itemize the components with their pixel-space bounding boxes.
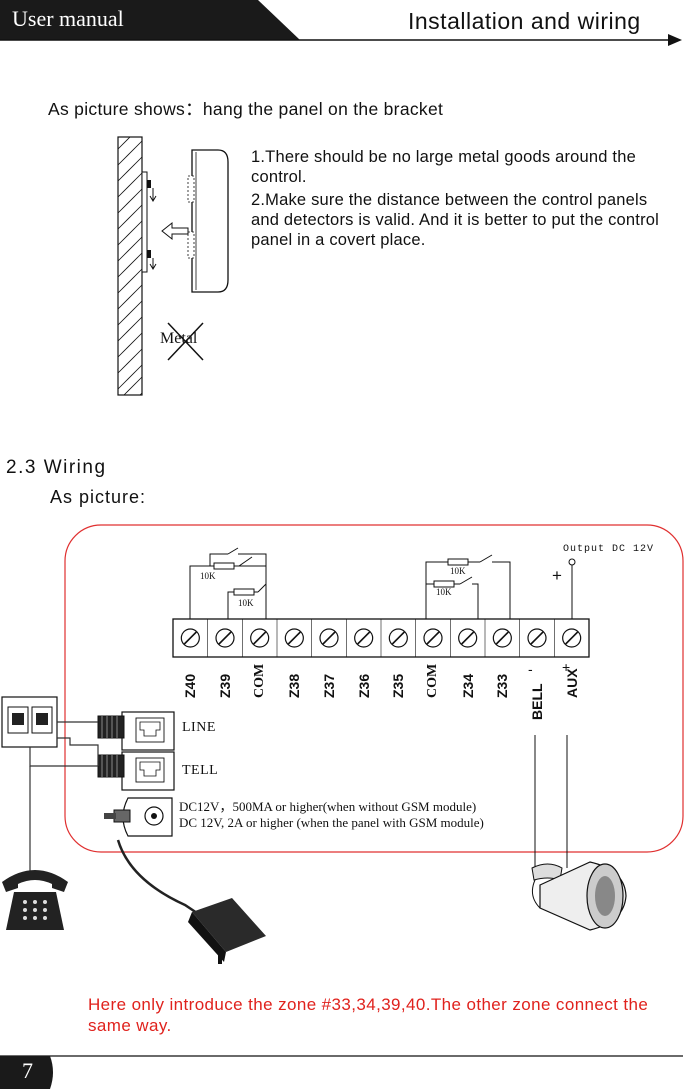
siren-icon xyxy=(531,861,627,931)
no-metal-icon xyxy=(167,322,204,361)
rj11-jacks xyxy=(97,711,175,791)
mount-note-1: 1.There should be no large metal goods a… xyxy=(251,148,636,186)
section-title: 2.3 Wiring xyxy=(6,457,107,478)
page-number: 7 xyxy=(22,1058,33,1083)
dc-power-jack xyxy=(104,797,173,837)
bell-minus-sign: - xyxy=(528,661,533,677)
tell-label: TELL xyxy=(182,763,219,778)
resistor-label: 10K xyxy=(450,566,466,576)
wall-illustration xyxy=(117,136,157,396)
footnote: Here only introduce the zone #33,34,39,4… xyxy=(88,995,649,1035)
arrow-right-icon xyxy=(668,34,682,46)
output-label: Output DC 12V xyxy=(563,544,655,555)
terminal-label: Z39 xyxy=(217,673,233,698)
resistor-label: 10K xyxy=(200,571,216,581)
header-section-title: Installation and wiring xyxy=(408,8,641,34)
aux-plus-sign: + xyxy=(562,659,571,675)
output-plus-sign: + xyxy=(552,566,562,585)
footer-bar xyxy=(0,1055,683,1089)
metal-label: Metal xyxy=(160,330,198,347)
dc-note-2: DC 12V, 2A or higher (when the panel wit… xyxy=(179,815,484,830)
header-manual-label: User manual xyxy=(12,6,124,31)
terminal-label: COM xyxy=(425,663,440,698)
wall-phone-socket xyxy=(1,696,58,748)
terminal-label: Z38 xyxy=(286,673,303,698)
terminal-label: COM xyxy=(251,663,267,698)
mount-note-2: 2.Make sure the distance between the con… xyxy=(251,191,660,249)
terminal-label: Z36 xyxy=(355,673,372,698)
power-adapter-icon xyxy=(116,839,266,964)
header-bar xyxy=(0,0,682,46)
telephone-icon xyxy=(2,870,68,930)
phone-cables xyxy=(29,721,99,878)
line-label: LINE xyxy=(182,720,216,735)
resistor-label: 10K xyxy=(238,598,254,608)
terminal-label: Z35 xyxy=(390,673,407,698)
control-panel-side-illustration xyxy=(161,149,229,293)
terminal-label: Z40 xyxy=(182,673,199,698)
terminal-label: BELL xyxy=(529,683,545,720)
wiring-border xyxy=(64,524,684,853)
terminal-label: Z33 xyxy=(494,673,511,698)
resistor-wiring xyxy=(189,547,576,868)
terminal-label: Z37 xyxy=(321,673,337,698)
resistor-label: 10K xyxy=(436,587,452,597)
terminal-label: Z34 xyxy=(459,673,476,698)
dc-note-1: DC12V，500MA or higher(when without GSM m… xyxy=(179,799,477,814)
terminal-block xyxy=(172,618,590,658)
section-subtitle: As picture: xyxy=(50,487,147,507)
mount-intro: As picture shows：hang the panel on the b… xyxy=(48,99,444,119)
